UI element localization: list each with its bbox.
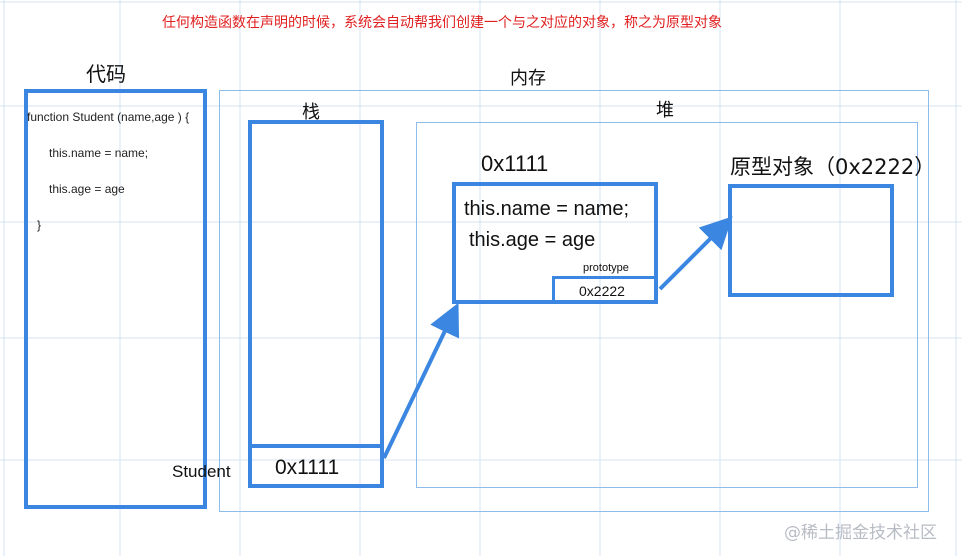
prototype-object-label: 原型对象（0x2222） bbox=[730, 155, 936, 179]
code-line: } bbox=[37, 218, 42, 232]
code-line: this.age = age bbox=[49, 182, 125, 196]
watermark: @稀土掘金技术社区 bbox=[784, 523, 937, 543]
stack-heading: 栈 bbox=[302, 102, 320, 123]
code-panel bbox=[24, 89, 207, 509]
prototype-to-object-arrow bbox=[658, 216, 733, 291]
stack-box bbox=[248, 120, 384, 488]
prototype-value: 0x2222 bbox=[579, 283, 625, 299]
prototype-label: prototype bbox=[583, 262, 629, 274]
code-heading: 代码 bbox=[86, 62, 126, 86]
stack-var-value: 0x1111 bbox=[275, 456, 340, 479]
heap-container bbox=[416, 122, 918, 488]
heap-heading: 堆 bbox=[656, 100, 674, 121]
stack-to-instance-arrow bbox=[382, 302, 460, 459]
prototype-slot bbox=[552, 276, 658, 304]
memory-heading: 内存 bbox=[510, 68, 546, 89]
code-line: this.name = name; bbox=[49, 146, 149, 160]
stack-var-label: Student bbox=[172, 462, 231, 481]
stack-divider bbox=[248, 444, 384, 448]
instance-line-age: this.age = age bbox=[469, 229, 596, 251]
diagram-title: 任何构造函数在声明的时候，系统会自动帮我们创建一个与之对应的对象，称之为原型对象 bbox=[162, 15, 722, 31]
code-line: function Student (name,age ) { bbox=[27, 110, 190, 124]
instance-address: 0x1111 bbox=[481, 151, 549, 176]
memory-container bbox=[219, 90, 929, 512]
instance-line-name: this.name = name; bbox=[464, 198, 630, 220]
